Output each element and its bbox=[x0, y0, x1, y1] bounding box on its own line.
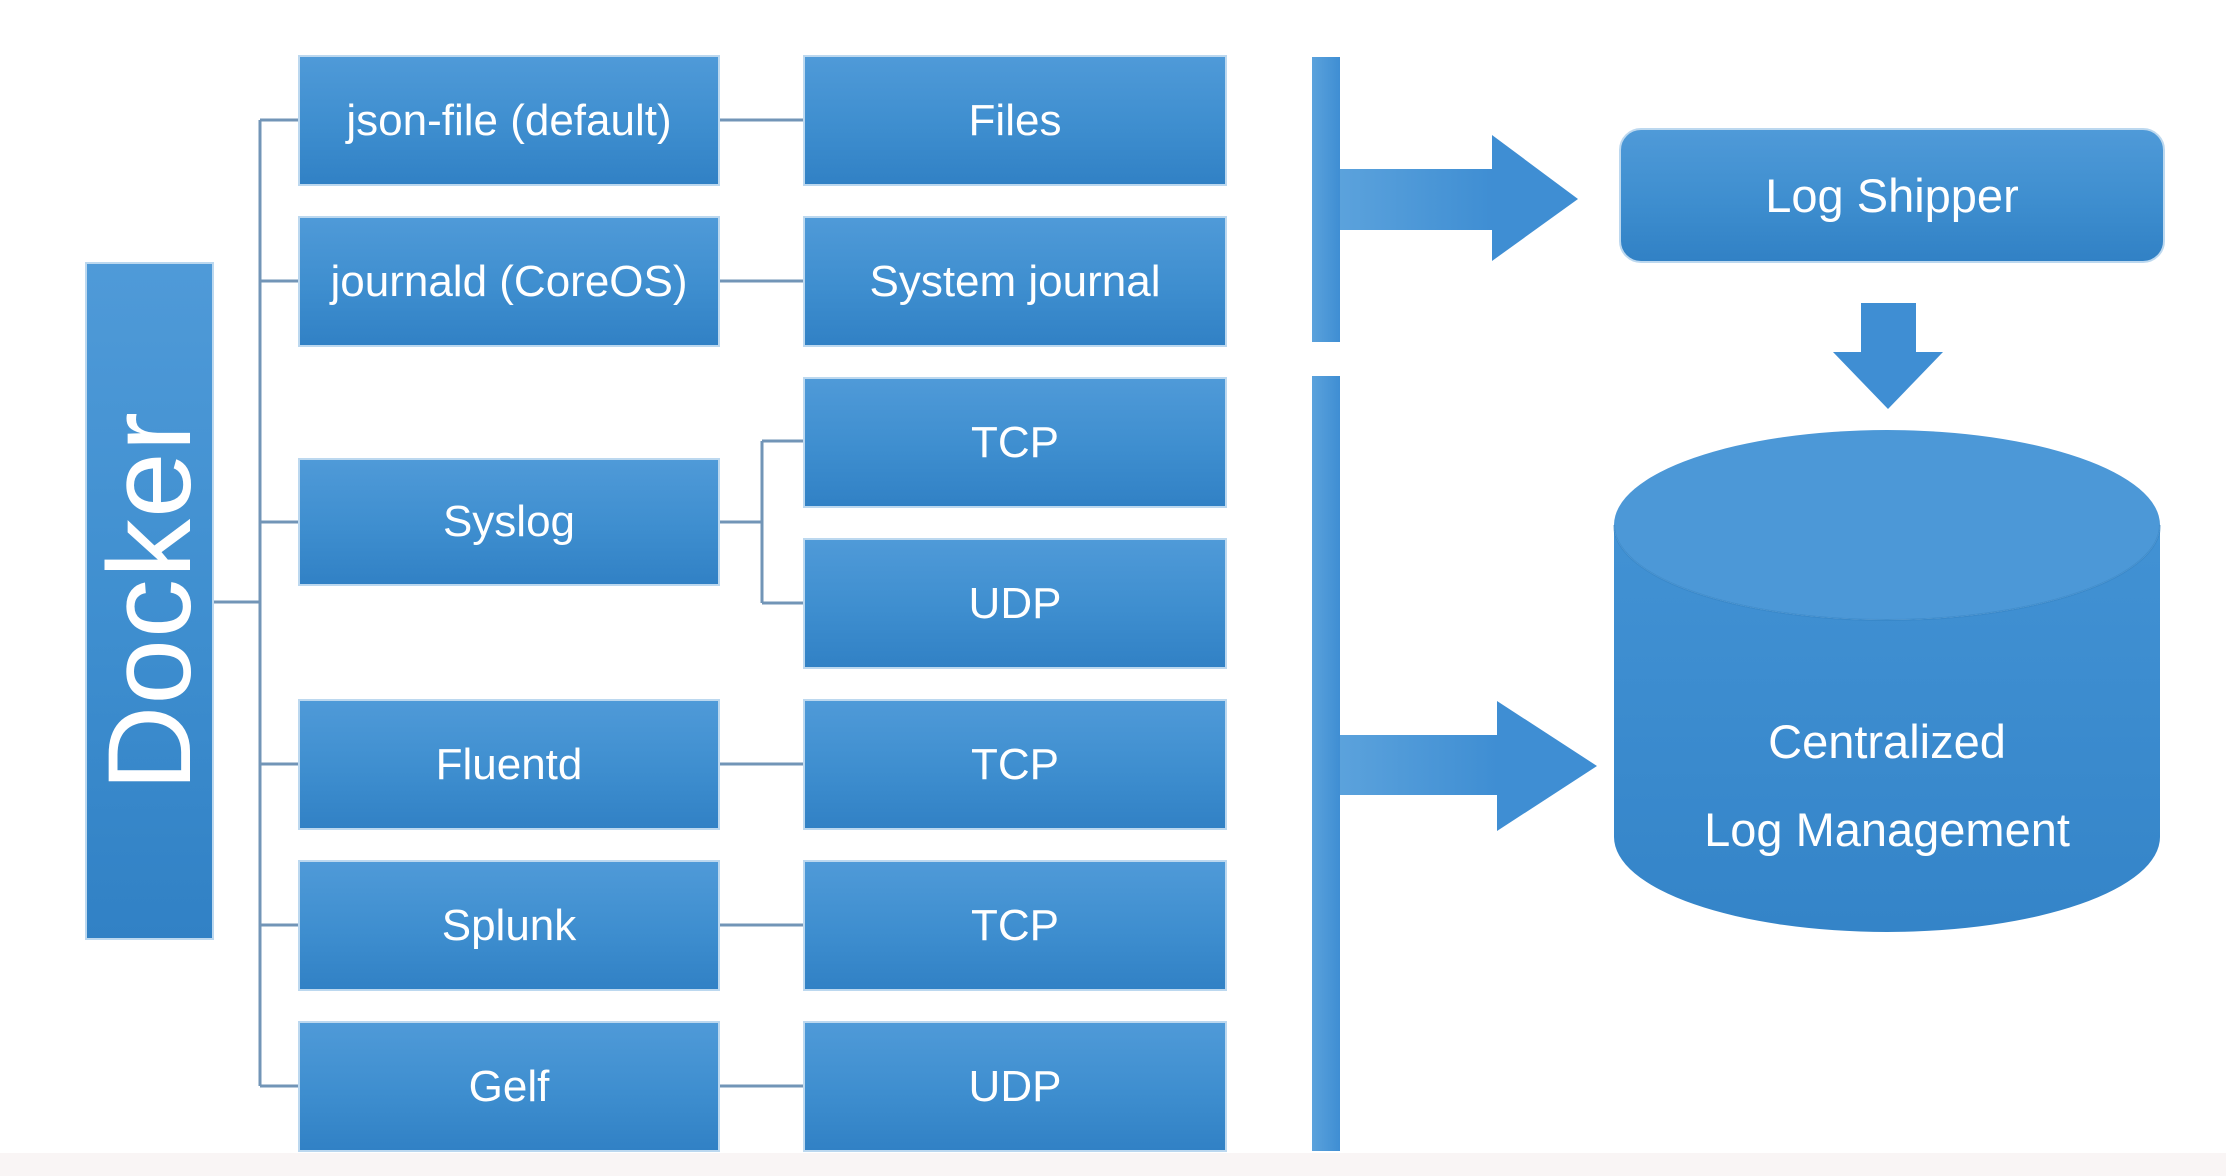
endpoint-label: UDP bbox=[968, 1061, 1062, 1111]
collector-bar-top bbox=[1312, 57, 1340, 342]
storage-cylinder-rim bbox=[1613, 524, 2161, 621]
storage-label: Centralized Log Management bbox=[1614, 698, 2160, 874]
endpoint-box-gelf-udp: UDP bbox=[803, 1021, 1227, 1152]
endpoint-label: Files bbox=[968, 95, 1062, 145]
storage-cylinder bbox=[1613, 430, 2161, 932]
endpoint-label: TCP bbox=[971, 417, 1059, 467]
docker-root-label: Docker bbox=[83, 411, 216, 791]
log-shipper-label: Log Shipper bbox=[1765, 169, 2019, 222]
endpoint-box-system-journal: System journal bbox=[803, 216, 1227, 347]
endpoint-label: TCP bbox=[971, 739, 1059, 789]
driver-box-json-file: json-file (default) bbox=[298, 55, 720, 186]
driver-box-syslog: Syslog bbox=[298, 458, 720, 586]
endpoint-box-files: Files bbox=[803, 55, 1227, 186]
storage-label-line1: Centralized bbox=[1768, 715, 2006, 768]
driver-endpoint-connectors bbox=[720, 118, 803, 1088]
driver-box-fluentd: Fluentd bbox=[298, 699, 720, 830]
storage-cylinder-body bbox=[1614, 525, 2160, 932]
arrow-to-shipper-head bbox=[1492, 135, 1578, 261]
driver-label: Splunk bbox=[441, 900, 577, 950]
driver-label: json-file (default) bbox=[346, 95, 672, 145]
driver-label: Syslog bbox=[442, 497, 576, 546]
storage-cylinder-lid bbox=[1614, 430, 2160, 620]
arrow-to-storage-shaft bbox=[1340, 735, 1497, 795]
endpoint-box-fluentd-tcp: TCP bbox=[803, 699, 1227, 830]
driver-label: Gelf bbox=[468, 1061, 550, 1111]
endpoint-box-splunk-tcp: TCP bbox=[803, 860, 1227, 991]
shipper-to-storage-arrow-head bbox=[1833, 352, 1943, 409]
driver-box-gelf: Gelf bbox=[298, 1021, 720, 1152]
trunk-branch-connectors bbox=[260, 118, 298, 1088]
shipper-to-storage-arrow-shaft bbox=[1861, 303, 1916, 353]
driver-label: Fluentd bbox=[435, 739, 583, 789]
storage-label-line2: Log Management bbox=[1704, 803, 2070, 856]
arrow-to-shipper-shaft bbox=[1340, 169, 1492, 230]
collector-bar-bottom bbox=[1312, 376, 1340, 1151]
log-shipper-box: Log Shipper bbox=[1619, 128, 2165, 263]
endpoint-box-syslog-udp: UDP bbox=[803, 538, 1227, 669]
driver-label: journald (CoreOS) bbox=[330, 256, 688, 306]
arrow-to-storage-head bbox=[1497, 701, 1597, 831]
endpoint-label: TCP bbox=[971, 900, 1059, 950]
endpoint-label: UDP bbox=[968, 578, 1062, 628]
driver-box-splunk: Splunk bbox=[298, 860, 720, 991]
endpoint-box-syslog-tcp: TCP bbox=[803, 377, 1227, 508]
endpoint-label: System journal bbox=[869, 256, 1161, 306]
docker-root-box: Docker bbox=[84, 262, 216, 940]
syslog-branch-connector bbox=[720, 439, 803, 605]
footer-strip bbox=[0, 1153, 2226, 1176]
driver-box-journald: journald (CoreOS) bbox=[298, 216, 720, 347]
